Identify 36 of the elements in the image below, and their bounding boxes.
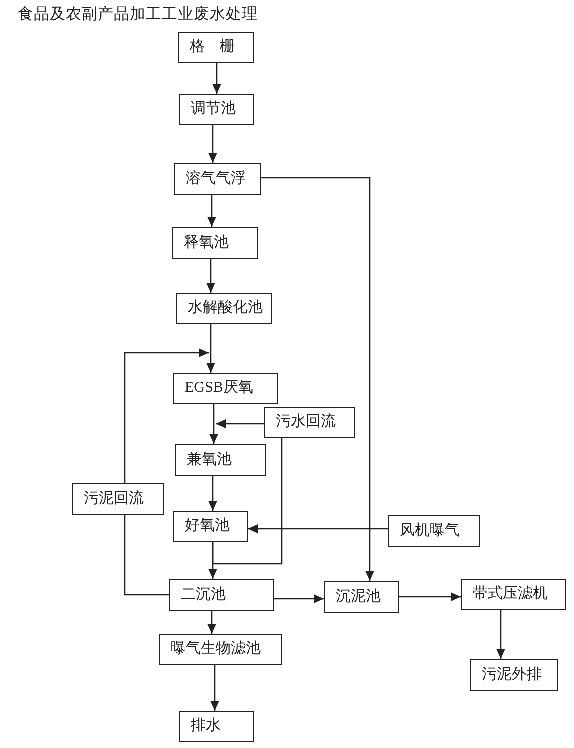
process-box: 污泥外排	[470, 659, 558, 691]
process-box: 好氧池	[173, 511, 248, 542]
arrow	[208, 125, 218, 163]
process-box: 格 栅	[178, 32, 254, 63]
connector-line	[212, 438, 283, 565]
process-box: 带式压滤机	[461, 579, 566, 610]
arrow	[208, 611, 216, 634]
process-box: 曝气生物滤池	[159, 634, 282, 665]
arrow	[274, 594, 324, 604]
arrow	[216, 420, 264, 428]
title: 食品及农副产品加工工业废水处理	[18, 6, 258, 25]
process-box: 二沉池	[169, 579, 274, 611]
arrow	[206, 324, 216, 373]
process-box: 沉泥池	[324, 581, 399, 613]
process-box: 调节池	[179, 94, 254, 125]
arrow	[208, 476, 218, 511]
arrow	[210, 665, 220, 711]
process-box: 排水	[179, 711, 254, 742]
arrow	[208, 195, 216, 227]
process-box: EGSB厌氧	[173, 373, 278, 404]
arrow	[212, 63, 222, 94]
process-box: 污泥回流	[72, 483, 164, 515]
process-box: 释氧池	[172, 227, 258, 259]
arrow	[248, 524, 388, 534]
process-box: 兼氧池	[175, 444, 266, 476]
process-box: 污水回流	[264, 407, 355, 438]
process-box: 风机曝气	[388, 515, 480, 547]
arrow	[261, 177, 374, 581]
arrow	[496, 610, 506, 659]
arrow	[399, 592, 461, 602]
connector-line	[124, 515, 169, 596]
arrow	[124, 348, 209, 483]
arrow	[210, 404, 218, 444]
process-box: 水解酸化池	[176, 293, 272, 324]
arrow	[206, 259, 216, 293]
process-box: 溶气气浮	[174, 163, 261, 195]
